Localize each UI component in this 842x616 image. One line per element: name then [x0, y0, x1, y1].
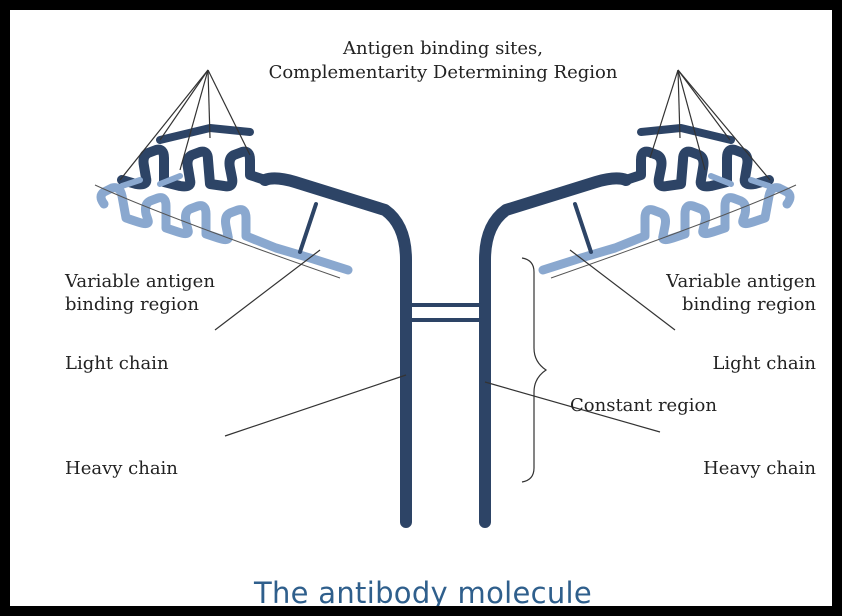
light-chain-left: [101, 188, 348, 270]
hinge-bonds: [412, 305, 479, 320]
heavy-variable-tip-right: [641, 128, 731, 140]
interchain-bond-right: [575, 204, 591, 252]
label-light-chain-right: Light chain: [590, 352, 816, 375]
label-light-chain-left: Light chain: [65, 352, 169, 375]
heavy-chain-left: [265, 178, 406, 522]
heavy-variable-domain-right: [626, 150, 769, 187]
label-variable-region-right-1: Variable antigen: [590, 270, 816, 293]
figure-caption: The antibody molecule: [10, 576, 834, 608]
label-variable-region-left-1: Variable antigen: [65, 270, 215, 293]
label-constant-region: Constant region: [570, 394, 717, 417]
label-variable-region-right-2: binding region: [590, 293, 816, 316]
label-antigen-binding-sites: Antigen binding sites,: [273, 37, 613, 60]
interchain-bond-left: [300, 204, 316, 252]
label-cdr: Complementarity Determining Region: [223, 61, 663, 84]
constant-region-brace: [522, 258, 546, 482]
label-heavy-chain-left: Heavy chain: [65, 457, 178, 480]
label-heavy-chain-right: Heavy chain: [590, 457, 816, 480]
label-variable-region-left-2: binding region: [65, 293, 199, 316]
heavy-variable-tip-left: [160, 128, 250, 140]
heavy-variable-domain-left: [122, 150, 265, 187]
fab-outline-left: [95, 185, 340, 278]
figure-frame: Antigen binding sites, Complementarity D…: [8, 8, 834, 608]
